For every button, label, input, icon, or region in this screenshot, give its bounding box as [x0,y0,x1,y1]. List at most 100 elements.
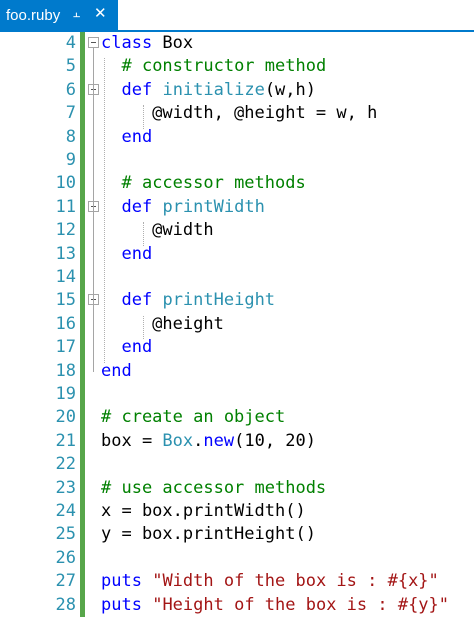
code-text: # accessor methods [101,172,306,195]
code-text: puts "Width of the box is : #{x}" [101,570,439,593]
code-text: def printHeight [101,289,275,312]
string-token: "Height of the box is : #{y}" [152,594,450,615]
fold-outline [93,48,94,372]
line-number: 17 [55,337,76,358]
code-token: . [193,430,204,451]
code-line-19[interactable]: 19 [0,383,474,407]
keyword-token: end [121,126,153,147]
pin-icon[interactable]: ⫠ [73,6,81,20]
code-line-9[interactable]: 9 [0,149,474,173]
code-text: @height [101,313,224,336]
line-number: 15 [55,290,76,311]
code-text: box = Box.new(10, 20) [101,430,316,453]
keyword-token: end [101,360,132,381]
code-text: x = box.printWidth() [101,500,306,523]
collapse-icon[interactable] [88,37,99,48]
code-line-27[interactable]: 27 puts "Width of the box is : #{x}" [0,570,474,594]
change-indicator [80,102,85,126]
tab-bar: foo.ruby ⫠ ✕ [0,0,474,30]
code-text: def initialize(w,h) [101,79,316,102]
code-line-26[interactable]: 26 [0,546,474,571]
change-indicator [80,32,85,56]
code-line-14[interactable]: 14 [0,266,474,290]
change-indicator [80,289,85,313]
change-indicator [80,523,85,547]
code-line-13[interactable]: 13 end [0,242,474,266]
code-text: end [101,126,152,149]
line-number: 4 [65,33,76,53]
code-text: # constructor method [101,55,326,78]
tab-title: foo.ruby [6,6,61,24]
change-indicator [80,359,85,383]
code-token [152,80,162,100]
change-indicator [80,476,85,500]
change-indicator [80,78,85,103]
code-token [142,595,152,615]
keyword-token: end [121,243,153,264]
line-number: 7 [65,103,76,124]
comment-token: # constructor method [121,56,327,77]
code-line-7[interactable]: 7 @width, @height = w, h [0,102,474,126]
code-line-17[interactable]: 17 end [0,336,474,360]
identifier-token: printHeight [162,290,276,311]
code-line-5[interactable]: 5 # constructor method [0,55,474,79]
line-number: 28 [55,594,76,615]
change-indicator [80,195,85,220]
string-token: "Width of the box is : #{x}" [152,571,439,592]
keyword-token: puts [101,571,142,592]
close-icon[interactable]: ✕ [94,5,107,22]
change-indicator [80,266,85,290]
keyword-token: new [203,430,235,451]
comment-token: # accessor methods [121,173,306,194]
change-indicator [80,55,85,79]
change-indicator [80,125,85,149]
code-token: y = box.printHeight() [101,524,316,545]
change-indicator [80,570,85,594]
change-indicator [80,312,85,337]
line-number: 27 [55,571,76,592]
line-number: 23 [55,477,76,498]
line-number: 12 [55,220,76,241]
code-line-28[interactable]: 28 puts "Height of the box is : #{y}" [0,593,474,617]
indent-guide [143,222,144,246]
line-number: 14 [55,267,76,287]
code-token [142,571,152,591]
identifier-token: initialize [162,79,265,100]
keyword-token: def [121,79,153,100]
code-line-12[interactable]: 12 @width [0,219,474,243]
line-number: 16 [55,313,76,334]
identifier-token: Box [162,430,194,451]
change-indicator [80,406,85,430]
code-token: box = [101,430,163,451]
line-number: 22 [55,454,76,475]
line-number: 6 [65,79,76,100]
code-line-6[interactable]: 6 def initialize(w,h) [0,78,474,103]
change-indicator [80,453,85,477]
code-line-22[interactable]: 22 [0,453,474,477]
code-token: @width [101,220,214,241]
code-line-8[interactable]: 8 end [0,125,474,149]
code-line-11[interactable]: 11 def printWidth [0,195,474,220]
change-indicator [80,336,85,360]
change-indicator [80,242,85,266]
code-line-15[interactable]: 15 def printHeight [0,289,474,313]
code-token: @height [101,313,224,334]
code-line-16[interactable]: 16 @height [0,312,474,337]
code-line-20[interactable]: 20# create an object [0,406,474,430]
comment-token: # use accessor methods [101,477,327,498]
code-line-10[interactable]: 10 # accessor methods [0,172,474,196]
keyword-token: def [121,196,153,217]
tab-underline [0,30,474,32]
keyword-token: puts [101,594,142,615]
code-text: end [101,243,152,266]
code-text: # use accessor methods [101,477,326,500]
tab-foo-ruby[interactable]: foo.ruby ⫠ ✕ [0,0,118,30]
line-number: 26 [55,547,76,568]
code-line-23[interactable]: 23 # use accessor methods [0,476,474,500]
